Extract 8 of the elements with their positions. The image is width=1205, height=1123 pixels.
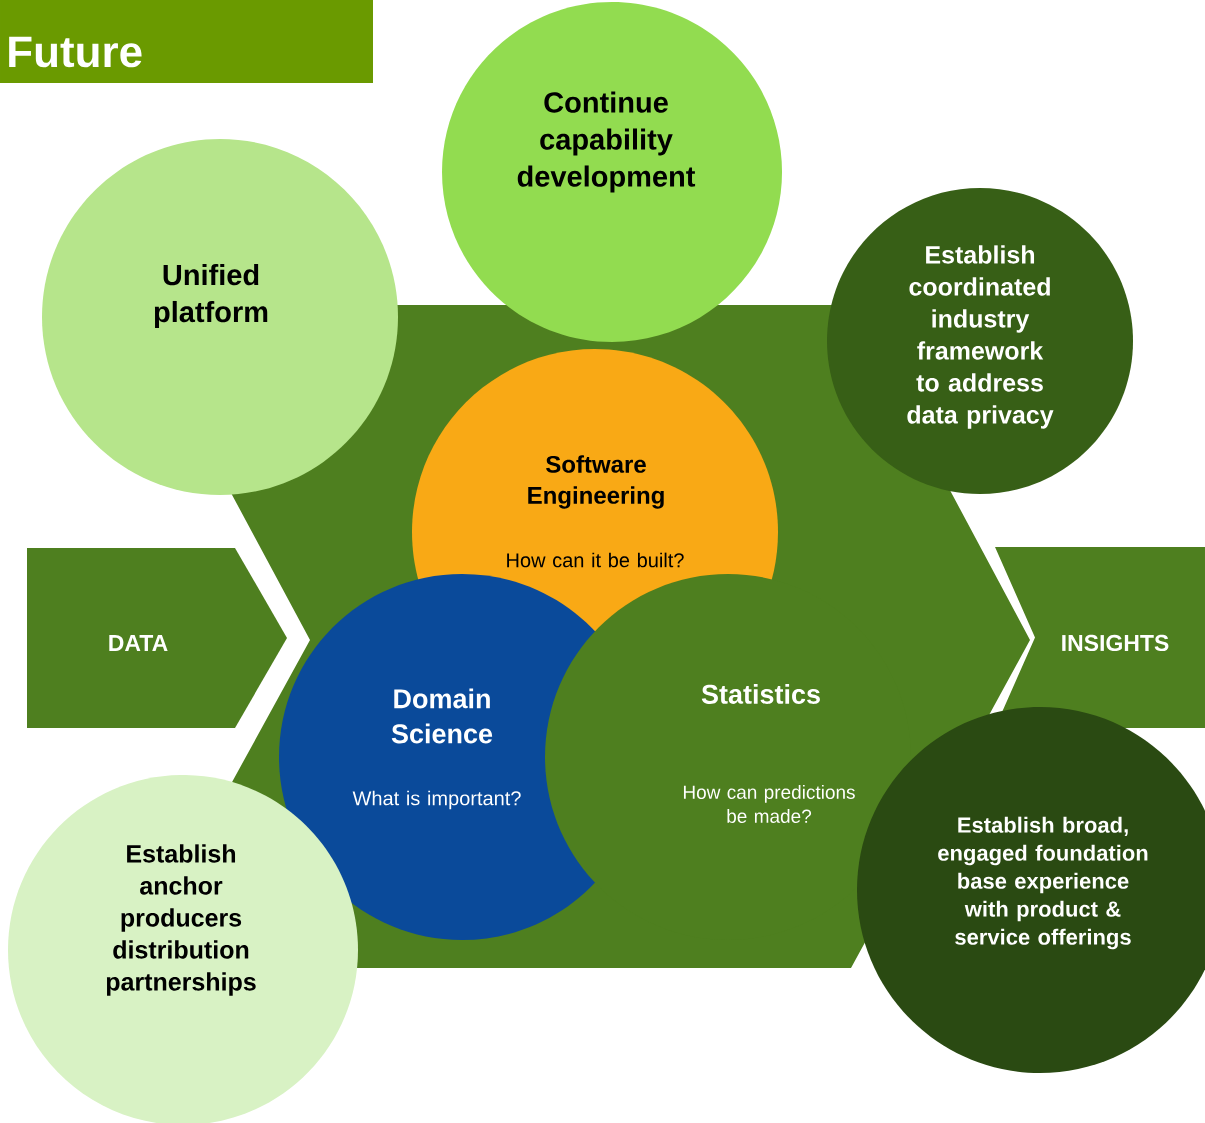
node-label: INSIGHTS <box>1062 634 1169 652</box>
node-label: How can predictions be made? <box>683 785 855 823</box>
circle-node: Unified platform <box>42 139 398 495</box>
circle-node: Statistics How can predictions be made? <box>545 574 911 940</box>
circle-node: Establish coordinated industry framework to address data privacy <box>827 188 1133 494</box>
title-banner: Future <box>0 0 373 83</box>
chevron-label-box: DATA <box>27 548 287 728</box>
circle-node: Continue capability development <box>442 2 782 342</box>
